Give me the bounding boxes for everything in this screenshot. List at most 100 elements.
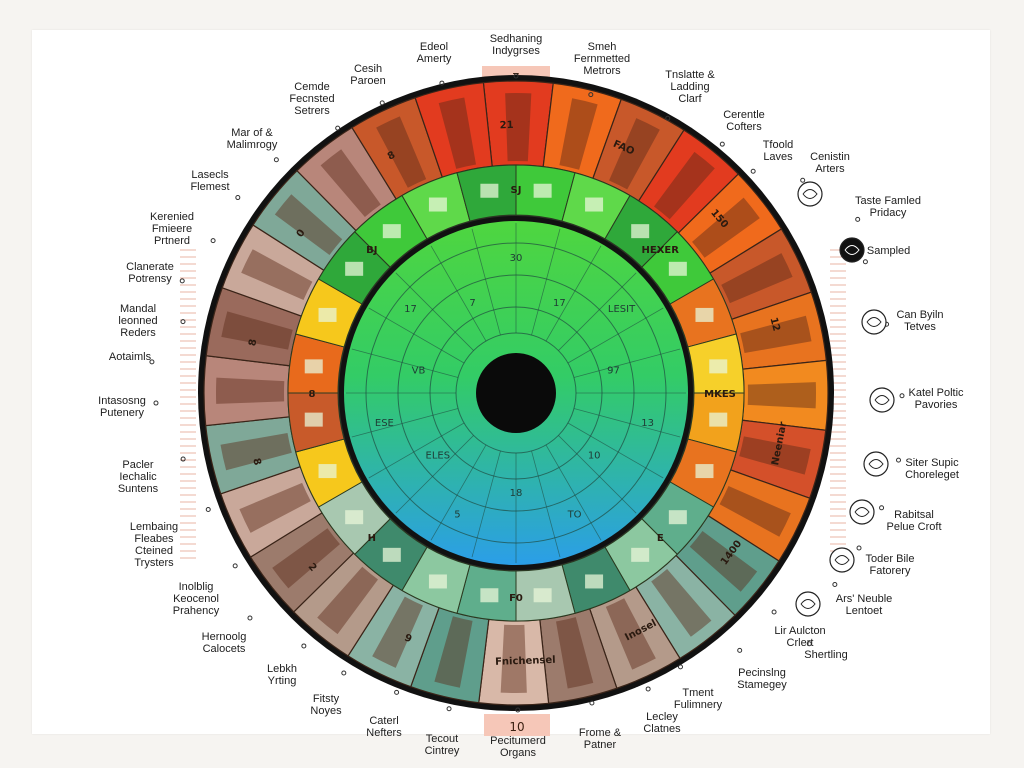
segment-streak	[372, 596, 423, 668]
inner-ring-label: 10	[588, 450, 601, 461]
outer-label-line: Suntens	[118, 483, 159, 495]
outer-label-line: Fitsty	[313, 693, 340, 705]
inner-ring-label: LESIT	[608, 304, 636, 315]
grid-spoke	[471, 450, 501, 558]
middle-label-box	[631, 224, 650, 239]
decorative-icon	[849, 499, 875, 525]
leader-dot	[515, 707, 521, 713]
outer-label-line: Fulimnery	[674, 699, 723, 711]
leader-dot	[589, 700, 595, 706]
segment-streak	[739, 436, 811, 475]
inner-ring-label: 17	[404, 304, 417, 315]
segment-streak	[605, 598, 656, 670]
middle-label-box	[318, 307, 337, 322]
leader-dot	[750, 168, 756, 174]
grid-spoke	[545, 444, 602, 541]
middle-label-box	[533, 183, 552, 198]
outer-label-line: Pelue Croft	[886, 521, 941, 533]
outer-label-line: Taste Famled	[855, 195, 921, 207]
outer-label-line: Tecout	[426, 733, 458, 745]
bottom-tab: 10	[484, 714, 550, 736]
outer-label-line: Lebkh	[267, 663, 297, 675]
leader-dot	[856, 545, 862, 551]
outer-label-line: Crlert	[787, 637, 814, 649]
leader-dot	[149, 359, 155, 365]
outer-label-line: Prahency	[173, 605, 220, 617]
leader-dot	[719, 141, 725, 147]
grid-spoke	[351, 408, 459, 438]
outer-label-line: Keocenol	[173, 593, 219, 605]
outer-ring-label: 8	[386, 150, 397, 163]
leader-dot	[179, 278, 185, 284]
leader-dot	[379, 100, 385, 106]
segment-streak	[220, 433, 292, 471]
right-side-icons	[795, 181, 895, 617]
middle-label-box	[382, 224, 401, 239]
outer-label-line: Pecitumerd	[490, 735, 546, 747]
outer-label-line: Organs	[500, 747, 537, 759]
segment-streak	[241, 249, 313, 300]
leader-dot	[806, 641, 812, 647]
segment-streak	[215, 377, 285, 404]
middle-label-box	[304, 412, 323, 427]
leader-dot	[232, 563, 238, 569]
outer-label-line: Prtnerd	[154, 235, 190, 247]
inner-ring-label: 5	[454, 510, 460, 521]
outer-label-line: Lasecls	[191, 169, 229, 181]
leader-dot	[879, 505, 885, 511]
middle-label-box	[304, 359, 323, 374]
outer-label-line: Ladding	[670, 81, 709, 93]
middle-label-box	[480, 588, 499, 603]
outer-label-line: ' Sampled	[862, 245, 911, 257]
leader-dot	[588, 92, 594, 98]
segment-streak	[274, 194, 343, 256]
leader-dot	[439, 80, 445, 86]
decorative-icon	[869, 387, 895, 413]
middle-label-box	[585, 574, 604, 589]
decorative-icon	[829, 547, 855, 573]
grid-spoke	[531, 228, 561, 336]
inner-ring-label: 7	[469, 298, 475, 309]
outer-label-l29: Shertling	[804, 641, 848, 661]
outer-label-line: Pavories	[915, 399, 958, 411]
outer-label-line: Setrers	[294, 105, 330, 117]
leader-dot	[247, 615, 253, 621]
outer-ring-label: 12	[767, 316, 781, 332]
inner-ring-label: 30	[510, 253, 523, 264]
leader-dot	[645, 686, 651, 692]
grid-spoke	[567, 307, 664, 364]
outer-label-line: Cemde	[294, 81, 329, 93]
middle-label-box	[668, 510, 687, 525]
pupil	[476, 353, 556, 433]
leader-dot	[180, 319, 186, 325]
outer-label-line: Toder Bile	[866, 553, 915, 565]
outer-label-line: Malimrogy	[227, 139, 278, 151]
grid-spoke	[368, 422, 465, 479]
middle-label-box	[382, 547, 401, 562]
outer-label-line: Putenery	[100, 407, 145, 419]
outer-label-line: Reders	[120, 327, 156, 339]
outer-label-line: Amerty	[417, 53, 452, 65]
outer-label-line: Inolblig	[179, 581, 214, 593]
segment-streak	[317, 566, 379, 635]
segment-streak	[692, 197, 760, 258]
outer-label-line: Lecley	[646, 711, 678, 723]
bottom-tab-label: 10	[509, 720, 524, 734]
outer-label-line: Smeh	[588, 41, 617, 53]
inner-ring-label: ELES	[426, 450, 451, 461]
segment-streak	[438, 97, 476, 169]
